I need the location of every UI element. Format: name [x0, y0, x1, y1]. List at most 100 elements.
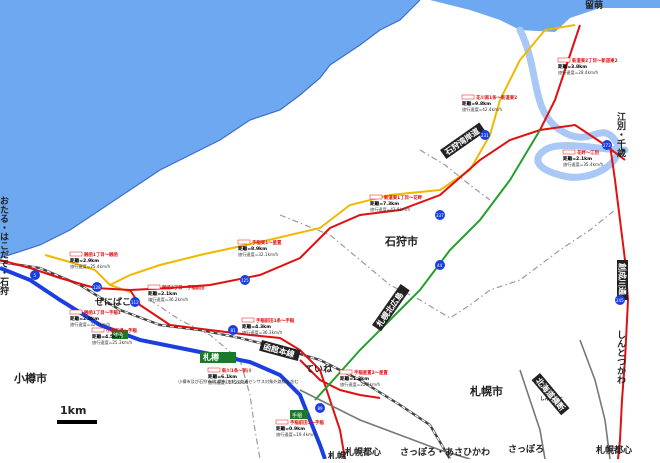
svg-text:81: 81	[231, 328, 237, 333]
orange-route-west	[44, 254, 131, 293]
section-speed: 旅行速度=28.4km/h	[558, 69, 598, 76]
section-tag	[562, 149, 576, 155]
section-name: 手稲前田1条〜手稲	[256, 317, 295, 324]
svg-text:89: 89	[318, 406, 324, 411]
scale-bar: 1km	[57, 404, 97, 424]
section-dist: 距離=3.8km	[558, 63, 587, 70]
section-speed: 旅行速度=36.3km/h	[242, 329, 282, 336]
gray-arterial	[299, 389, 471, 460]
svg-text:札樽: 札樽	[202, 352, 219, 362]
route-shield-128: 128	[92, 282, 102, 292]
section-name: 手稲星置2〜星置	[354, 369, 388, 376]
section-dist: 距離=8.9km	[238, 245, 267, 252]
section-speed: 旅行速度=42.4km/h	[462, 106, 502, 113]
svg-text:北海道横断: 北海道横断	[534, 376, 567, 413]
section-speed: 旅行速度=35.4km/h	[563, 161, 603, 168]
dest-rumoi: 留萌	[585, 0, 603, 11]
section-name: 銭函3丁目〜手稲前田	[161, 284, 205, 291]
section-name: 新川1条〜新川	[222, 367, 251, 374]
section-name: 花畔〜江別	[577, 149, 600, 156]
section-speed: 旅行速度=36.2km/h	[148, 296, 188, 303]
route-shield-245: 245	[615, 295, 625, 305]
section-tag	[241, 317, 255, 323]
svg-text:手稲: 手稲	[292, 412, 302, 419]
section-speed: 旅行速度=42.8km/h	[370, 206, 410, 213]
highway-note: 小樽市及び石狩市(札幌市)を結ぶ交通センサス対象外路線を含む	[178, 378, 298, 385]
dest-sapporo-toshin-left: 札幌都心	[344, 446, 381, 458]
road-label-soseigawa: 創成川通	[617, 260, 628, 300]
section-name: 花川南1条〜新道東2	[476, 94, 517, 101]
section-dist: 距離=0.9km	[276, 425, 305, 432]
section-speed: 旅行速度=32.1km/h	[238, 251, 278, 258]
section-name: 手稲前田1〜手稲	[290, 419, 324, 426]
svg-text:273: 273	[603, 143, 611, 148]
svg-text:銭函: 銭函	[113, 332, 123, 339]
road-label-kitajo: 北海道横断	[531, 373, 570, 416]
svg-text:創成川通: 創成川通	[618, 262, 628, 295]
svg-text:125: 125	[241, 278, 249, 283]
dest-otaru-hakodate: おたる・はこだて・石狩	[0, 196, 10, 296]
gray-arterial-3	[579, 339, 611, 460]
section-tag	[369, 194, 383, 200]
red-route-central	[299, 359, 381, 399]
section-tag	[339, 369, 353, 375]
section-dist: 距離=4.5km	[92, 333, 121, 340]
section-dist: 距離=4.3km	[242, 323, 271, 330]
green-route	[314, 129, 541, 401]
section-tag	[69, 251, 83, 257]
section-name: 銭函1丁目〜手稲1	[83, 309, 121, 316]
section-speed: 旅行速度=37.2km/h	[208, 379, 248, 386]
coast-outline	[0, 0, 421, 259]
sea-area	[0, 0, 660, 258]
hakodate-line-rail-dash	[0, 261, 451, 460]
section-dist: 距離=2.1km	[563, 155, 592, 162]
orange-route	[109, 24, 576, 286]
city-ishikari: 石狩市	[384, 234, 418, 248]
scale-label: 1km	[60, 404, 86, 417]
gray-arterial-2	[519, 369, 546, 460]
dest-sapporo-toshin-right: 札幌都心	[595, 444, 632, 456]
section-dist: 距離=2.9km	[70, 257, 99, 264]
svg-text:石狩湾岸道: 石狩湾岸道	[442, 126, 481, 158]
svg-text:128: 128	[93, 285, 101, 290]
ishikari-river	[516, 26, 629, 181]
route-shield-81: 81	[228, 325, 238, 335]
section-speed: 旅行速度=22.3km/h	[340, 381, 380, 388]
dest-shinshinotsu: しんとつかわ	[615, 330, 626, 384]
section-dist: 距離=6.1km	[208, 373, 237, 380]
ic-teine: 手稲	[290, 410, 308, 419]
dest-sapporo-bottom: 札幌	[327, 450, 346, 459]
section-name: 手稲東1〜星置	[252, 239, 282, 246]
dest-ebetsu-chitose: 江別・千歳	[615, 111, 627, 158]
dest-teine: ていね	[305, 364, 332, 375]
route-shield-89: 89	[315, 403, 325, 413]
route-shield-112: 112	[130, 297, 140, 307]
city-otaru: 小樽市	[13, 371, 47, 385]
section-name: 新道東2丁目〜新道東2	[572, 57, 618, 64]
dest-sapporo-asahikawa: さっぽろ・あさひかわ	[400, 446, 490, 458]
svg-text:5: 5	[34, 273, 37, 278]
road-label-sasshin: 札幌北広島	[372, 284, 410, 332]
section-tag	[147, 284, 161, 290]
svg-text:245: 245	[616, 298, 624, 303]
section-tag	[69, 309, 83, 315]
section-tag	[275, 419, 289, 425]
section-tag	[461, 94, 475, 100]
road-label-hakodate-main: 函館本線	[259, 340, 301, 361]
route-shield-273: 273	[602, 140, 612, 150]
section-tag	[91, 327, 105, 333]
